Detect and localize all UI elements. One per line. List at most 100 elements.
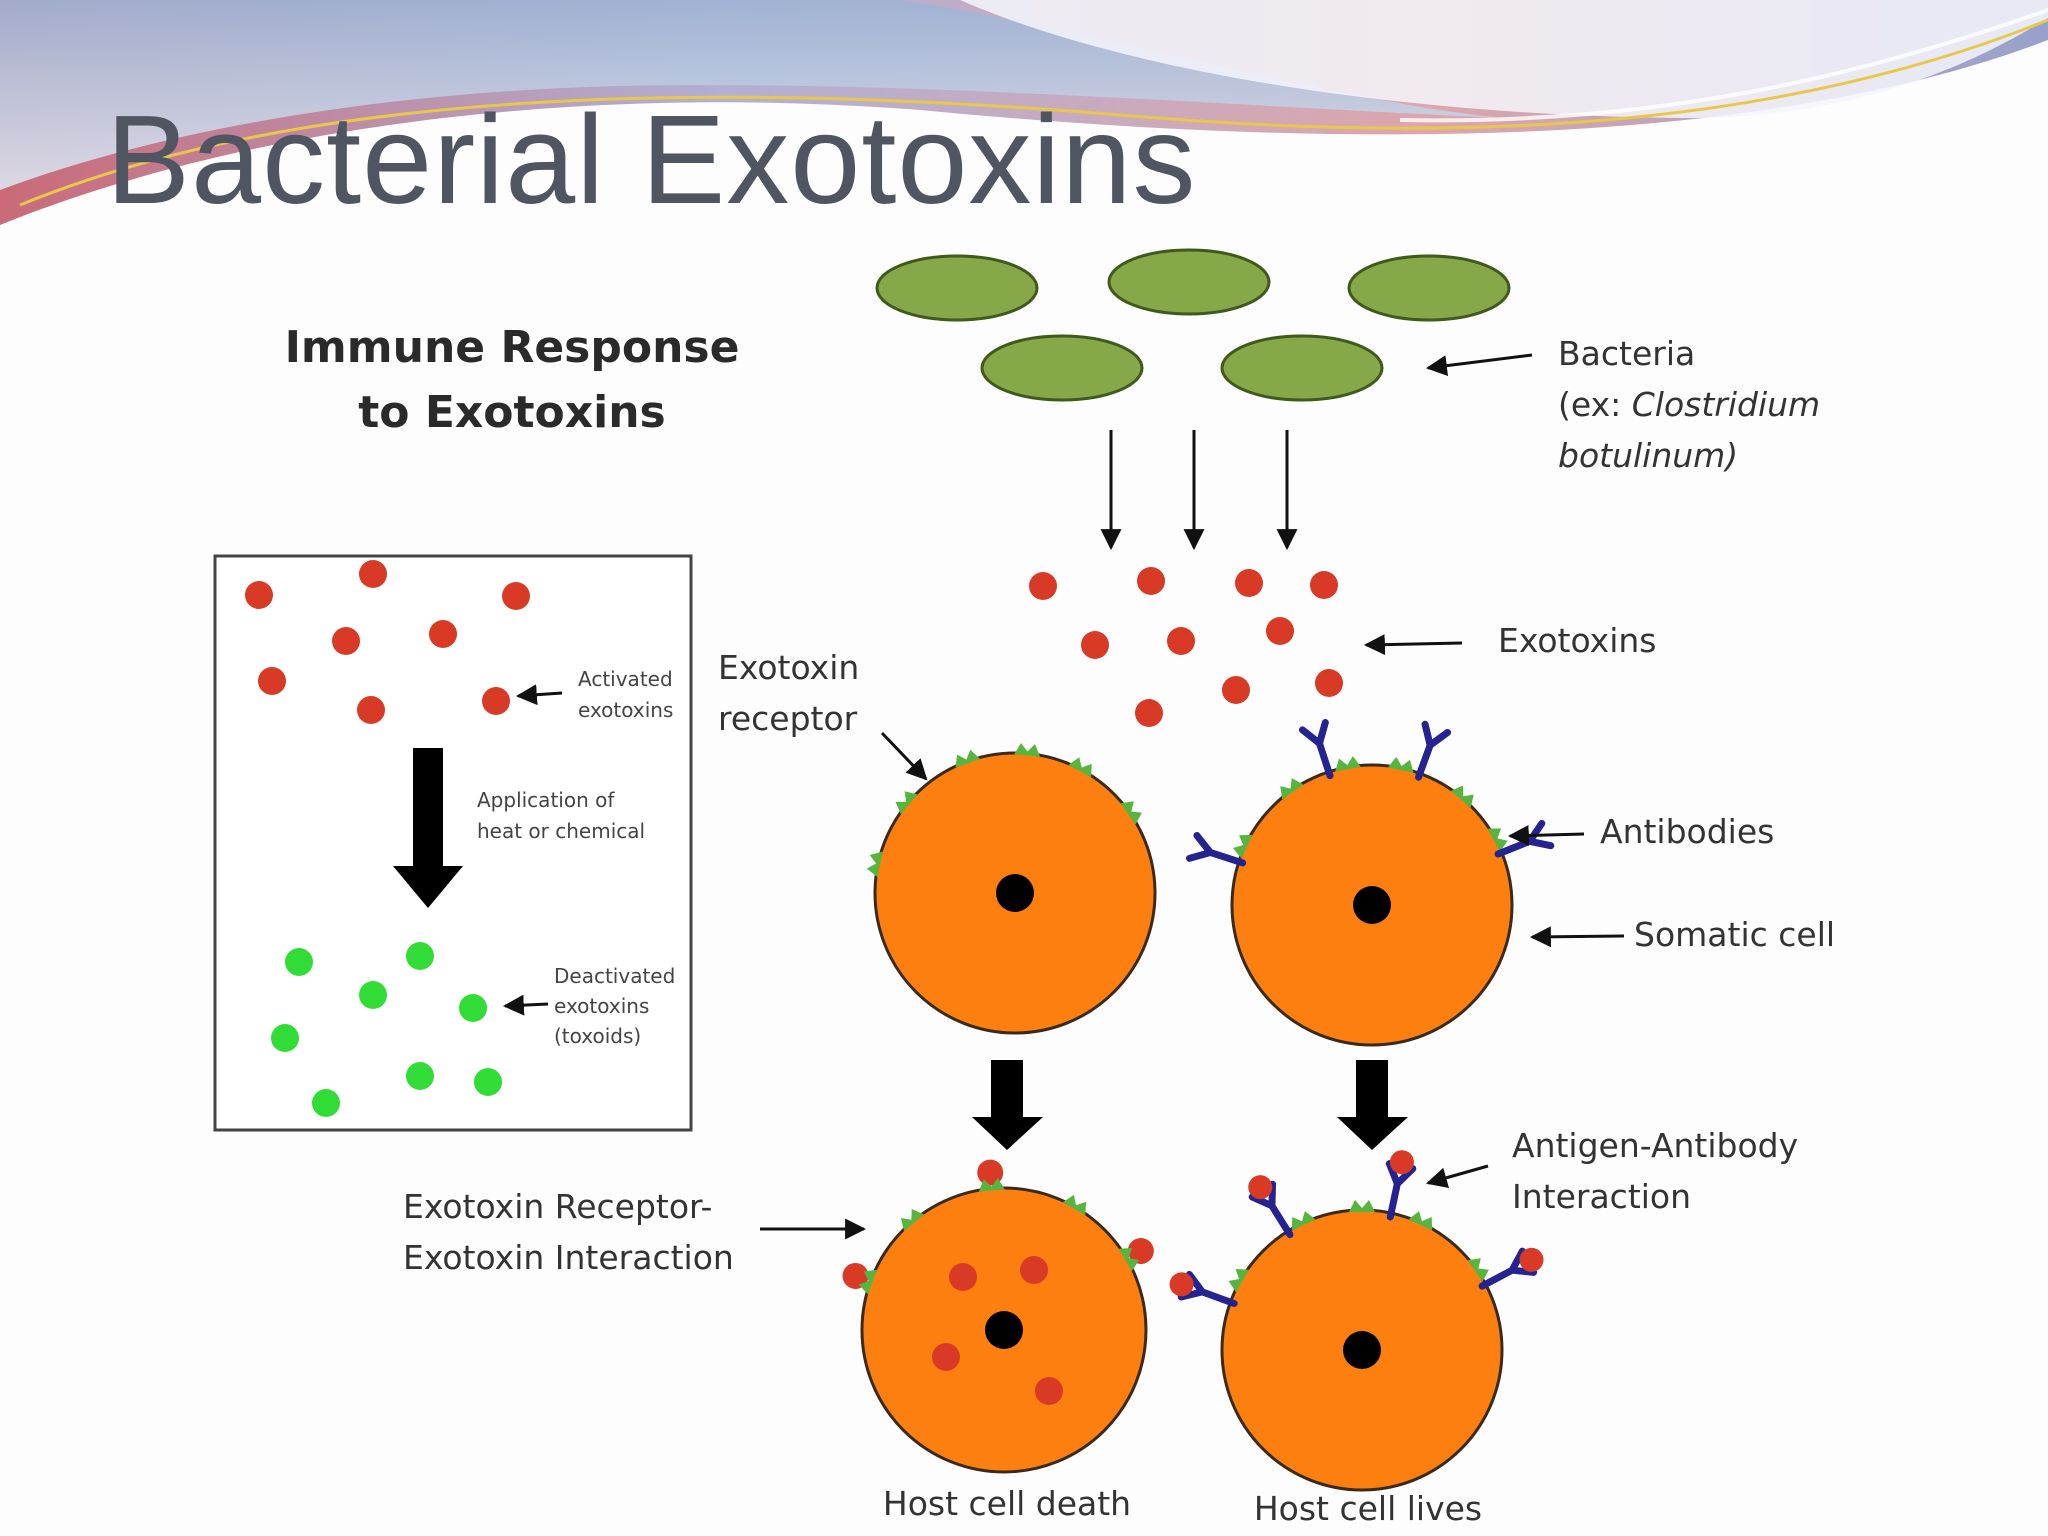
cell-host-lives	[1169, 1150, 1544, 1492]
receptor-bound-exotoxin	[1118, 1238, 1154, 1272]
exotoxin-dot	[1137, 567, 1165, 595]
bacteria-label: Bacteria	[1558, 334, 1695, 373]
exotoxin-receptor	[1408, 1211, 1433, 1231]
deactivated-toxoid-dot	[312, 1089, 340, 1117]
exotoxin-receptor	[1062, 1194, 1087, 1216]
antibody	[1169, 1270, 1238, 1307]
exotoxin-receptor	[866, 851, 883, 878]
exotoxin-dot	[1222, 676, 1250, 704]
deactivated-label-line3: (toxoids)	[554, 1024, 641, 1048]
receptor-label-line2: receptor	[718, 699, 858, 738]
exotoxins-label: Exotoxins	[1498, 621, 1656, 660]
exotoxin-receptor	[1280, 778, 1304, 800]
antibody	[1298, 718, 1334, 780]
release-arrows	[1100, 430, 1298, 551]
internalized-exotoxin	[1020, 1256, 1048, 1284]
process-label-line2: heat or chemical	[477, 819, 645, 843]
internalized-exotoxin	[932, 1343, 960, 1371]
activated-pointer-arrow	[515, 684, 563, 706]
exotoxin-receptor	[1228, 1268, 1249, 1293]
exotoxin-dot	[1029, 572, 1057, 600]
bacterium	[1220, 334, 1384, 402]
antibody	[1385, 1150, 1417, 1221]
exotoxin-receptor	[1014, 742, 1040, 757]
activated-exotoxin-dot	[429, 620, 457, 648]
host-cell-lives-label: Host cell lives	[1254, 1489, 1482, 1528]
bacteria-pointer-arrow	[1425, 353, 1533, 377]
process-label-line1: Application of	[477, 788, 615, 812]
somatic-pointer-arrow	[1529, 926, 1625, 948]
bound-exotoxin	[1389, 1150, 1414, 1175]
cell-host-death	[842, 1159, 1154, 1474]
internalized-exotoxin	[949, 1263, 977, 1291]
activated-exotoxin-dot	[258, 667, 286, 695]
exotoxins-pointer-arrow	[1363, 634, 1463, 656]
somatic-cell-label: Somatic cell	[1634, 915, 1835, 954]
activated-label-line2: exotoxins	[578, 698, 673, 722]
slide-title: Bacterial Exotoxins	[106, 89, 1197, 230]
bacteria-example: (ex: Clostridium	[1558, 385, 1820, 424]
bound-exotoxin	[1169, 1272, 1194, 1297]
deactivated-toxoid-dot	[406, 1062, 434, 1090]
exotoxin-dot	[1167, 627, 1195, 655]
activated-exotoxin-dot	[482, 687, 510, 715]
bacteria-example-prefix: (ex:	[1558, 385, 1632, 424]
activated-exotoxin-dot	[332, 627, 360, 655]
antibody	[1248, 1175, 1294, 1239]
exotoxin-receptor	[900, 1209, 924, 1232]
activated-exotoxin-dot	[502, 582, 530, 610]
antigen-antibody-label-line2: Interaction	[1512, 1177, 1691, 1216]
cell-nucleus	[996, 874, 1034, 912]
exotoxin-dot	[1235, 569, 1263, 597]
antibody	[1415, 720, 1452, 781]
cell-unprotected	[866, 742, 1157, 1035]
deactivated-toxoid-dot	[359, 981, 387, 1009]
bacteria-species: botulinum)	[1558, 436, 1738, 475]
activated-exotoxin-dot	[357, 696, 385, 724]
exotoxin-receptor	[1335, 756, 1361, 772]
exotoxin-receptor	[1291, 1211, 1316, 1231]
diagram-heading-line2: to Exotoxins	[358, 387, 665, 438]
cell-nucleus	[985, 1311, 1023, 1349]
death-path-arrow	[972, 1060, 1043, 1150]
antibodies-label: Antibodies	[1600, 812, 1774, 851]
deactivated-toxoid-dot	[406, 942, 434, 970]
free-exotoxins-group	[1029, 567, 1343, 727]
bacteria-group	[875, 248, 1511, 402]
deactivated-toxoid-dot	[271, 1024, 299, 1052]
deactivated-pointer-arrow	[502, 994, 549, 1016]
header-waves	[0, 0, 2048, 225]
receptor-interaction-label-line1: Exotoxin Receptor-	[403, 1187, 712, 1226]
bound-exotoxin	[1248, 1175, 1273, 1200]
receptor-bound-exotoxin	[977, 1159, 1005, 1192]
deactivated-label-line1: Deactivated	[554, 964, 675, 988]
deactivated-exotoxins-group	[271, 942, 502, 1117]
lives-path-arrow	[1337, 1060, 1408, 1150]
exotoxin-receptor	[1349, 1200, 1375, 1212]
activated-exotoxin-dot	[359, 560, 387, 588]
exotoxin-dot	[1266, 617, 1294, 645]
bound-exotoxin	[1519, 1247, 1544, 1272]
antigen-antibody-label-line1: Antigen-Antibody	[1512, 1126, 1798, 1165]
host-cell-death-label: Host cell death	[883, 1484, 1131, 1523]
receptor-pointer-arrow	[880, 731, 928, 781]
exotoxin-dot	[1315, 669, 1343, 697]
deactivated-toxoid-dot	[285, 948, 313, 976]
deactivated-toxoid-dot	[474, 1068, 502, 1096]
receptor-label-line1: Exotoxin	[718, 648, 859, 687]
exotoxin-dot	[1081, 631, 1109, 659]
exotoxin-receptor	[1450, 785, 1474, 808]
diagram-heading-line1: Immune Response	[285, 322, 740, 373]
antibody	[1185, 831, 1247, 867]
cells-group	[842, 718, 1555, 1492]
exotoxin-receptor	[1233, 834, 1253, 859]
exotoxin-dot	[1310, 571, 1338, 599]
activated-exotoxin-dot	[245, 581, 273, 609]
exotoxin-receptor	[895, 791, 918, 815]
deactivated-toxoid-dot	[459, 994, 487, 1022]
exotoxin-receptor	[955, 749, 981, 768]
antigen-antibody-pointer-arrow	[1425, 1164, 1489, 1188]
bacteria-genus: Clostridium	[1632, 385, 1820, 424]
